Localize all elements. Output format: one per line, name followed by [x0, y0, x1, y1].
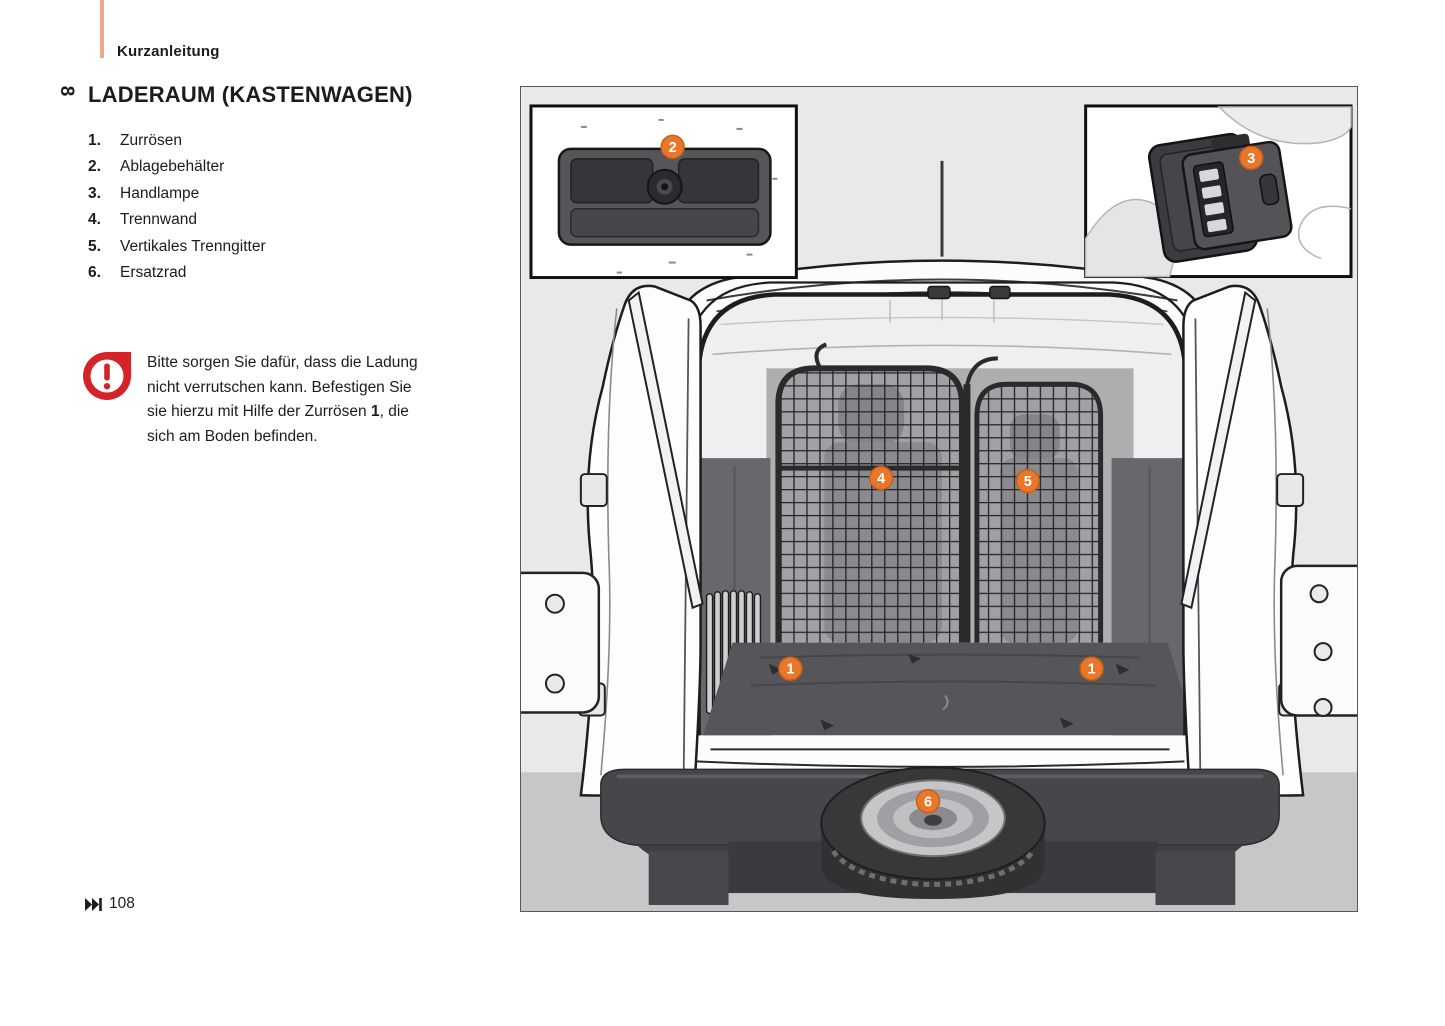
- inset-portable-lamp: [1084, 104, 1353, 279]
- marker-label: 2: [669, 140, 677, 156]
- mesh-partition: [775, 342, 965, 643]
- marker-5: 5: [1015, 468, 1041, 494]
- legend-item: 6. Ersatzrad: [88, 264, 266, 290]
- warning-line: Bitte sorgen Sie dafür, dass die Ladung: [147, 354, 418, 371]
- accent-bar: [100, 0, 104, 58]
- marker-6: 6: [915, 789, 941, 814]
- marker-label: 1: [1088, 662, 1096, 678]
- cargo-area-illustration: 2 3 4 5 1 1 6: [520, 86, 1358, 912]
- marker-label: 4: [877, 471, 885, 487]
- legend-item-label: Zurrösen: [120, 132, 183, 149]
- cargo-floor: [702, 642, 1186, 736]
- vertical-grid: [963, 356, 1104, 643]
- legend-item-label: Ersatzrad: [120, 264, 187, 282]
- legend-item: 4. Trennwand: [88, 211, 266, 237]
- marker-label: 6: [924, 794, 932, 810]
- page-forward-icon: [85, 897, 102, 911]
- legend-item: 5. Vertikales Trenngitter: [88, 238, 266, 264]
- right-door: [1180, 284, 1357, 797]
- marker-label: 5: [1024, 474, 1032, 490]
- page-reference: 108: [85, 895, 135, 913]
- warning-line: sie hierzu mit Hilfe der Zurrösen: [147, 403, 371, 420]
- chapter-number: 8: [56, 85, 77, 97]
- legend-item: 1. Zurrösen: [88, 132, 266, 158]
- legend-item: 2. Ablagebehälter: [88, 158, 266, 184]
- legend-item-label: Vertikales Trenngitter: [120, 237, 266, 255]
- warning-line: sich am Boden befinden.: [147, 427, 318, 445]
- legend-item-number: 1.: [88, 132, 101, 149]
- legend-item-number: 3.: [88, 184, 101, 202]
- page-reference-number: 108: [109, 895, 135, 912]
- legend-item-number: 6.: [88, 264, 101, 282]
- marker-4: 4: [868, 465, 894, 491]
- page-title: LADERAUM (KASTENWAGEN): [88, 82, 413, 107]
- legend-item-label: Handlampe: [120, 184, 200, 202]
- legend-item-number: 4.: [88, 211, 101, 229]
- legend-item-label: Trennwand: [120, 211, 197, 229]
- marker-1-right: 1: [1079, 656, 1104, 681]
- warning-line: , die: [379, 403, 409, 420]
- marker-label: 3: [1247, 151, 1255, 167]
- marker-1-left: 1: [778, 656, 803, 681]
- marker-3: 3: [1239, 145, 1264, 171]
- van-rear-drawing: 2 3 4 5 1 1 6: [521, 87, 1357, 911]
- inset-storage-box: [529, 104, 798, 280]
- warning-ref-number: 1: [370, 403, 380, 420]
- spare-wheel: [820, 766, 1046, 900]
- legend-item-number: 2.: [88, 158, 101, 176]
- marker-label: 1: [786, 662, 794, 678]
- legend-list: 1. Zurrösen 2. Ablagebehälter 3. Handlam…: [88, 132, 266, 291]
- legend-item-number: 5.: [88, 237, 101, 255]
- legend-item: 3. Handlampe: [88, 185, 266, 211]
- left-door: [521, 284, 704, 797]
- marker-2: 2: [660, 134, 685, 160]
- warning-line: nicht verrutschen kann. Befestigen Sie: [147, 378, 412, 396]
- legend-item-label: Ablagebehälter: [120, 158, 225, 176]
- section-label: Kurzanleitung: [117, 43, 220, 60]
- cargo-interior: [698, 294, 1186, 736]
- warning-text: Bitte sorgen Sie dafür, dass die Ladung …: [147, 351, 507, 449]
- warning-icon: [83, 352, 131, 400]
